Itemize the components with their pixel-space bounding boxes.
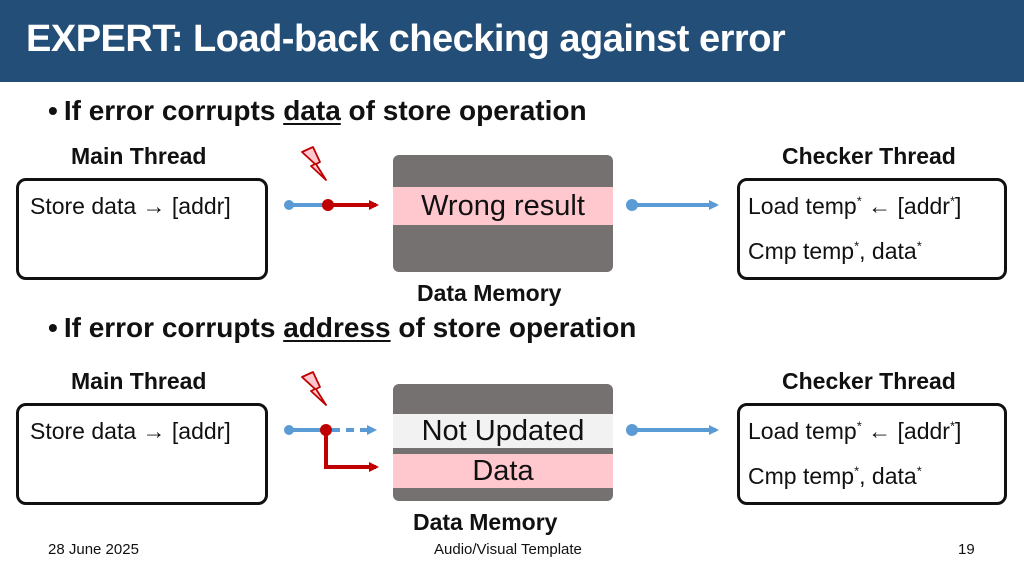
left-arrow-icon: ←: [868, 418, 892, 444]
checker-thread-label-1: Checker Thread: [782, 143, 956, 169]
footer-template-name: Audio/Visual Template: [434, 541, 582, 558]
checker-cmp-instruction-2: Cmp temp*, data*: [748, 463, 922, 489]
bullet-dot: •: [48, 312, 58, 343]
store-source-dot-1: [284, 200, 294, 210]
data-memory-block-2: Not Updated Data: [393, 384, 613, 501]
main-thread-box-1: Store data → [addr]: [16, 178, 268, 280]
main-thread-label-2: Main Thread: [71, 368, 207, 394]
right-arrow-icon: →: [142, 418, 166, 444]
footer-page-number: 19: [958, 541, 975, 558]
memory-row-not-updated: Not Updated: [393, 414, 613, 448]
bullet-text-prefix: If error corrupts: [63, 95, 284, 126]
bullet-dot: •: [48, 95, 58, 126]
checker-cmp-instruction-1: Cmp temp*, data*: [748, 238, 922, 264]
bullet-text-emphasis: address: [283, 312, 391, 343]
bullet-address-corruption: •If error corrupts address of store oper…: [48, 312, 636, 344]
data-memory-label-2: Data Memory: [413, 509, 558, 535]
memory-row-wrong-result: Wrong result: [393, 187, 613, 225]
bullet-text-prefix: If error corrupts: [63, 312, 284, 343]
main-thread-box-2: Store data → [addr]: [16, 403, 268, 505]
main-thread-label-1: Main Thread: [71, 143, 207, 169]
right-arrow-icon: →: [142, 193, 166, 219]
checker-thread-box-1: Load temp* ← [addr*] Cmp temp*, data*: [737, 178, 1007, 280]
lightning-bolt-icon: [301, 371, 327, 406]
data-memory-block-1: Wrong result: [393, 155, 613, 272]
title-bar: EXPERT: Load-back checking against error: [0, 0, 1024, 82]
checker-load-instruction-1: Load temp* ← [addr*]: [748, 193, 962, 219]
main-store-instruction-2: Store data → [addr]: [30, 418, 231, 444]
error-bolt-1: [301, 146, 327, 181]
corrupted-address-arrow: [324, 430, 379, 472]
bullet-text-emphasis: data: [283, 95, 341, 126]
checker-thread-label-2: Checker Thread: [782, 368, 956, 394]
bullet-text-suffix: of store operation: [390, 312, 637, 343]
store-source-dot-2: [284, 425, 294, 435]
footer-date: 28 June 2025: [48, 541, 139, 558]
bullet-data-corruption: •If error corrupts data of store operati…: [48, 95, 587, 127]
memory-row-data: Data: [393, 454, 613, 488]
bullet-text-suffix: of store operation: [340, 95, 587, 126]
main-store-instruction-1: Store data → [addr]: [30, 193, 231, 219]
data-memory-label-1: Data Memory: [417, 280, 562, 306]
checker-thread-box-2: Load temp* ← [addr*] Cmp temp*, data*: [737, 403, 1007, 505]
lightning-bolt-icon: [301, 146, 327, 181]
slide-title: EXPERT: Load-back checking against error: [26, 18, 786, 60]
checker-load-instruction-2: Load temp* ← [addr*]: [748, 418, 962, 444]
error-bolt-2: [301, 371, 327, 406]
left-arrow-icon: ←: [868, 193, 892, 219]
